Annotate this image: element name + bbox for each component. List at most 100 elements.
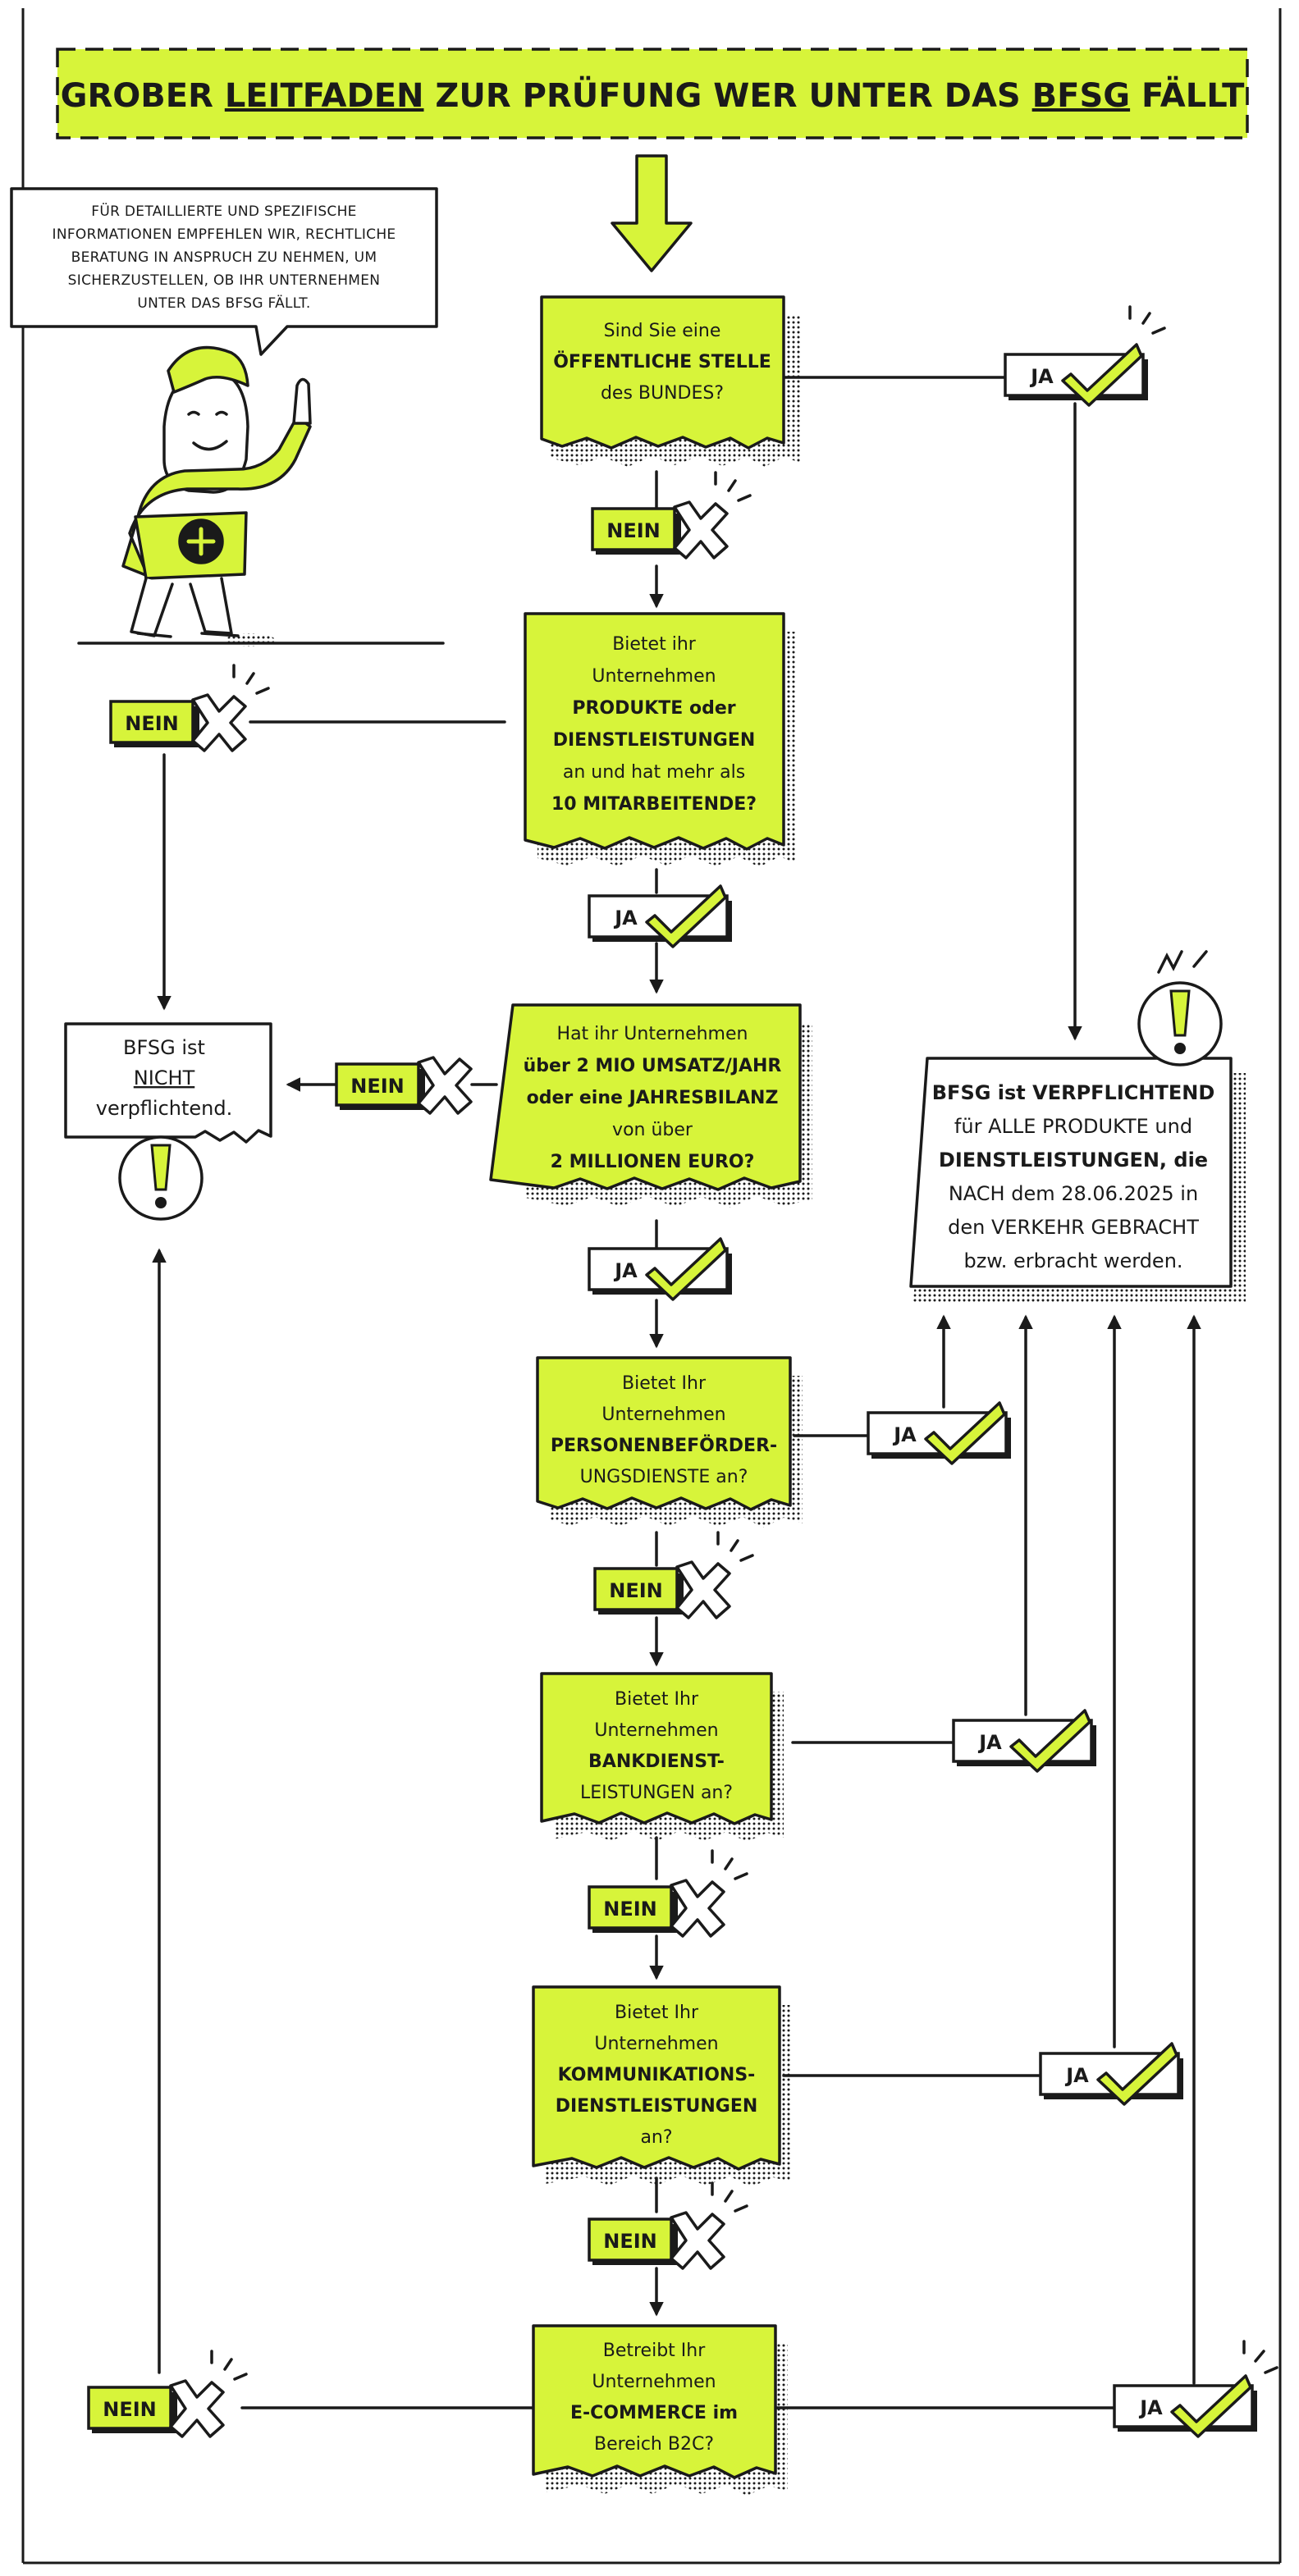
svg-text:JA: JA xyxy=(1029,365,1054,388)
svg-text:DIENSTLEISTUNGEN: DIENSTLEISTUNGEN xyxy=(556,2096,758,2117)
question-box-4: Bietet Ihr Unternehmen PERSONENBEFÖRDER-… xyxy=(536,1356,803,1528)
svg-text:von über: von über xyxy=(612,1120,693,1140)
no-badge: NEIN xyxy=(87,2350,248,2438)
svg-text:Bietet ihr: Bietet ihr xyxy=(612,634,697,655)
question-box-1: Sind Sie eine ÖFFENTLICHE STELLE des BUN… xyxy=(540,295,800,467)
svg-text:BFSG ist: BFSG ist xyxy=(123,1036,205,1059)
svg-text:an?: an? xyxy=(640,2127,672,2148)
question-box-5: Bietet Ihr Unternehmen BANKDIENST- LEIST… xyxy=(540,1672,784,1842)
svg-text:Sind Sie eine: Sind Sie eine xyxy=(604,321,721,341)
cross-icon xyxy=(670,2211,725,2270)
svg-text:den VERKEHR GEBRACHT: den VERKEHR GEBRACHT xyxy=(948,1216,1199,1239)
check-icon xyxy=(1061,343,1143,407)
no-badge: NEIN xyxy=(109,664,270,752)
svg-text:NEIN: NEIN xyxy=(609,1579,663,1602)
svg-text:JA: JA xyxy=(892,1423,917,1446)
svg-text:10 MITARBEITENDE?: 10 MITARBEITENDE? xyxy=(551,794,757,815)
person-illustration xyxy=(77,345,445,646)
yes-badge: JA xyxy=(588,884,732,948)
exclamation-icon xyxy=(118,1135,204,1221)
svg-text:NEIN: NEIN xyxy=(350,1075,405,1098)
svg-text:UNTER DAS BFSG FÄLLT.: UNTER DAS BFSG FÄLLT. xyxy=(137,295,310,312)
check-icon xyxy=(1096,2042,1178,2106)
svg-text:NEIN: NEIN xyxy=(603,2230,657,2253)
svg-text:INFORMATIONEN EMPFEHLEN WIR, R: INFORMATIONEN EMPFEHLEN WIR, RECHTLICHE xyxy=(53,226,396,243)
check-icon xyxy=(645,884,727,948)
page-frame xyxy=(21,8,1282,2565)
question-box-6: Bietet Ihr Unternehmen KOMMUNIKATIONS- D… xyxy=(532,1985,792,2187)
svg-text:NEIN: NEIN xyxy=(603,1898,657,1921)
result-required: BFSG ist VERPFLICHTEND für ALLE PRODUKTE… xyxy=(909,950,1246,1303)
svg-text:DIENSTLEISTUNGEN, die: DIENSTLEISTUNGEN, die xyxy=(939,1149,1208,1172)
svg-text:bzw. erbracht werden.: bzw. erbracht werden. xyxy=(963,1249,1182,1272)
check-icon xyxy=(1170,2374,1252,2438)
cross-icon xyxy=(675,1560,731,1619)
no-badge: NEIN xyxy=(335,1056,473,1115)
svg-text:JA: JA xyxy=(1064,2064,1089,2087)
result-not-required: BFSG ist NICHT verpflichtend. xyxy=(64,1022,272,1221)
no-badge: NEIN xyxy=(588,2181,748,2270)
title-banner: GROBER LEITFADEN ZUR PRÜFUNG WER UNTER D… xyxy=(56,48,1249,139)
svg-text:Bietet Ihr: Bietet Ihr xyxy=(622,1373,707,1394)
connectors xyxy=(152,376,1201,2409)
svg-text:2 MILLIONEN EURO?: 2 MILLIONEN EURO? xyxy=(551,1152,755,1172)
svg-text:ÖFFENTLICHE STELLE: ÖFFENTLICHE STELLE xyxy=(553,351,771,372)
svg-text:JA: JA xyxy=(1138,2396,1163,2419)
exclamation-icon xyxy=(1137,950,1223,1066)
svg-text:KOMMUNIKATIONS-: KOMMUNIKATIONS- xyxy=(558,2065,756,2085)
svg-text:FÜR DETAILLIERTE UND SPEZIFISC: FÜR DETAILLIERTE UND SPEZIFISCHE xyxy=(91,202,356,220)
yes-badge: JA xyxy=(1039,2042,1183,2106)
no-badge: NEIN xyxy=(588,1849,748,1938)
svg-text:Hat ihr Unternehmen: Hat ihr Unternehmen xyxy=(557,1024,748,1044)
svg-text:NEIN: NEIN xyxy=(606,519,661,542)
svg-text:JA: JA xyxy=(613,907,638,929)
svg-text:E-COMMERCE im: E-COMMERCE im xyxy=(570,2403,738,2423)
svg-text:Betreibt Ihr: Betreibt Ihr xyxy=(603,2341,706,2361)
yes-badge: JA xyxy=(1113,2340,1278,2438)
check-icon xyxy=(924,1401,1006,1465)
svg-text:NEIN: NEIN xyxy=(103,2398,157,2421)
svg-text:PERSONENBEFÖRDER-: PERSONENBEFÖRDER- xyxy=(551,1435,777,1456)
svg-text:Unternehmen: Unternehmen xyxy=(601,1404,725,1425)
cross-icon xyxy=(169,2379,225,2438)
svg-text:über 2 MIO UMSATZ/JAHR: über 2 MIO UMSATZ/JAHR xyxy=(524,1056,782,1076)
question-box-3: Hat ihr Unternehmen über 2 MIO UMSATZ/JA… xyxy=(489,1003,812,1208)
svg-text:für ALLE PRODUKTE und: für ALLE PRODUKTE und xyxy=(954,1115,1192,1138)
cross-icon xyxy=(673,500,729,560)
svg-text:UNGSDIENSTE an?: UNGSDIENSTE an? xyxy=(580,1467,748,1487)
no-badge: NEIN xyxy=(591,471,752,560)
svg-text:NICHT: NICHT xyxy=(134,1066,195,1089)
page-title: GROBER LEITFADEN ZUR PRÜFUNG WER UNTER D… xyxy=(61,75,1245,115)
svg-text:Bietet Ihr: Bietet Ihr xyxy=(615,1689,699,1710)
svg-text:verpflichtend.: verpflichtend. xyxy=(96,1097,233,1120)
svg-text:oder eine JAHRESBILANZ: oder eine JAHRESBILANZ xyxy=(527,1088,779,1108)
yes-badge: JA xyxy=(952,1709,1096,1773)
svg-text:Bereich B2C?: Bereich B2C? xyxy=(594,2434,714,2455)
svg-text:DIENSTLEISTUNGEN: DIENSTLEISTUNGEN xyxy=(553,730,756,751)
question-box-7: Betreibt Ihr Unternehmen E-COMMERCE im B… xyxy=(532,2324,788,2496)
svg-text:JA: JA xyxy=(613,1259,638,1282)
svg-text:BERATUNG IN ANSPRUCH ZU NEHMEN: BERATUNG IN ANSPRUCH ZU NEHMEN, UM xyxy=(71,249,377,266)
cross-icon xyxy=(191,693,247,752)
svg-text:PRODUKTE oder: PRODUKTE oder xyxy=(572,698,735,719)
svg-text:SICHERZUSTELLEN, OB IHR UNTERN: SICHERZUSTELLEN, OB IHR UNTERNEHMEN xyxy=(68,272,381,289)
no-badge: NEIN xyxy=(593,1531,754,1619)
speech-bubble: FÜR DETAILLIERTE UND SPEZIFISCHE INFORMA… xyxy=(10,187,438,356)
check-icon xyxy=(1009,1709,1091,1773)
svg-text:Unternehmen: Unternehmen xyxy=(592,2372,716,2392)
svg-text:NEIN: NEIN xyxy=(125,712,179,735)
yes-badge: JA xyxy=(867,1401,1011,1465)
svg-text:Unternehmen: Unternehmen xyxy=(594,1720,718,1741)
svg-text:JA: JA xyxy=(977,1731,1002,1754)
check-icon xyxy=(645,1237,727,1301)
cross-icon xyxy=(670,1879,725,1938)
svg-text:NACH dem 28.06.2025 in: NACH dem 28.06.2025 in xyxy=(949,1182,1198,1205)
svg-text:LEISTUNGEN an?: LEISTUNGEN an? xyxy=(580,1783,733,1803)
svg-text:Unternehmen: Unternehmen xyxy=(592,666,716,687)
svg-text:des BUNDES?: des BUNDES? xyxy=(601,383,724,404)
yes-badge: JA xyxy=(588,1237,732,1301)
question-box-2: Bietet ihr Unternehmen PRODUKTE oder DIE… xyxy=(524,612,796,867)
down-arrow-icon xyxy=(611,154,693,272)
cross-icon xyxy=(417,1056,473,1115)
